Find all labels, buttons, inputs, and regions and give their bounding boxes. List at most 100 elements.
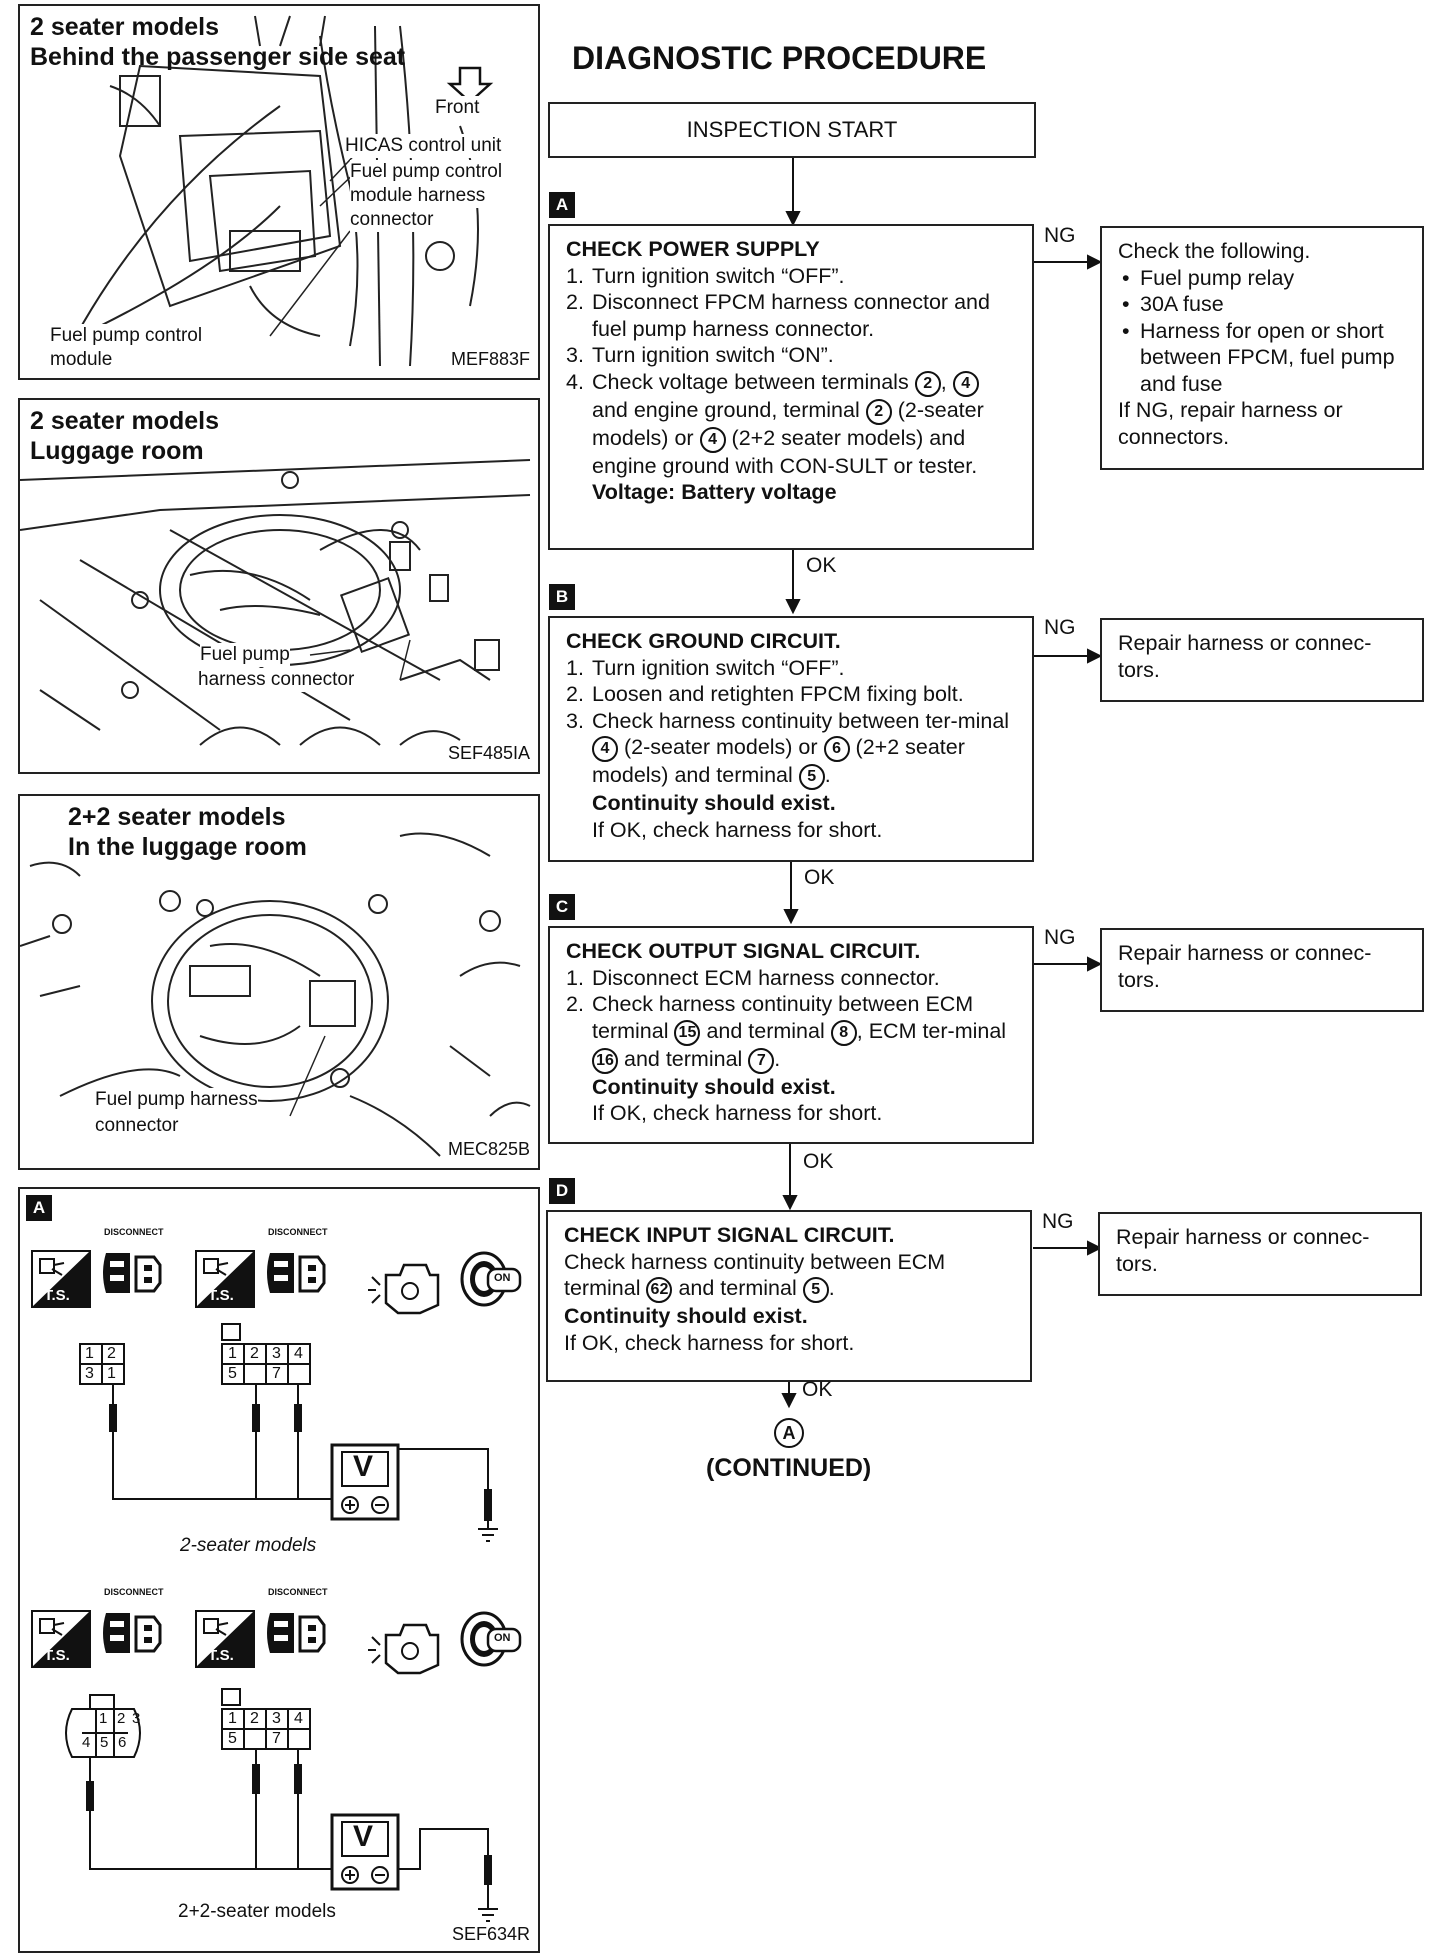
- ng-outro: If NG, repair harness or connectors.: [1118, 398, 1343, 449]
- step-a-box: CHECK POWER SUPPLY 1.Turn ignition switc…: [548, 224, 1034, 550]
- fuel-pump-connector-label-1: Fuel pump: [200, 643, 290, 667]
- luggage-room-2seater-drawing: [20, 459, 531, 746]
- caption-2-seater: 2-seater models: [180, 1535, 317, 1556]
- figure-code: SEF634R: [451, 1924, 530, 1944]
- connector-a-marker: A: [774, 1418, 804, 1448]
- pin-number: 1: [228, 1345, 237, 1362]
- step-b-box: CHECK GROUND CIRCUIT. 1.Turn ignition sw…: [548, 616, 1034, 862]
- pin-number: 1: [107, 1365, 116, 1382]
- continued-label: (CONTINUED): [706, 1454, 872, 1482]
- illustration-luggage-room-2seater: 2 seater models Luggage room Fuel pump h…: [18, 398, 540, 774]
- fpcm-module-label-1: Fuel pump control: [50, 324, 203, 348]
- fuel-pump-connector-label-2: harness connector: [198, 668, 355, 692]
- terminal-badge: 6: [823, 736, 850, 762]
- inspection-start-box: INSPECTION START: [548, 102, 1036, 158]
- panel2-title-1: 2 seater models: [30, 407, 219, 435]
- ng-bullet: Harness for open or short between FPCM, …: [1118, 318, 1406, 398]
- step-d-ok-label: OK: [802, 1378, 833, 1401]
- fpcm-connector-label-3: connector: [350, 208, 434, 232]
- step-letter-c: C: [549, 894, 575, 920]
- step-b-spec: Continuity should exist.: [592, 791, 836, 815]
- pin-number: 1: [228, 1710, 237, 1727]
- terminal-badge: 8: [830, 1019, 857, 1046]
- terminal-badge: 4: [592, 736, 618, 762]
- terminal-badge: 16: [592, 1047, 618, 1074]
- disconnect-label: DISCONNECT: [268, 1587, 328, 1597]
- caption-2plus2-seater: 2+2-seater models: [178, 1901, 336, 1922]
- panel2-title-2: Luggage room: [30, 437, 204, 465]
- pin-number: 7: [272, 1365, 281, 1382]
- illustration-luggage-room-2plus2: 2+2 seater models In the luggage room Fu…: [18, 794, 540, 1170]
- ignition-on-label: ON: [494, 1632, 511, 1644]
- terminal-badge: 7: [748, 1047, 775, 1074]
- step-letter-b: B: [549, 584, 575, 610]
- hicas-label: HICAS control unit: [345, 134, 502, 158]
- diagram-letter: A: [26, 1195, 52, 1221]
- figure-code: SEF485IA: [447, 743, 530, 763]
- step-d-box: CHECK INPUT SIGNAL CIRCUIT. Check harnes…: [546, 1210, 1032, 1382]
- fuel-pump-connector-label-2: connector: [95, 1114, 179, 1138]
- pin-number: 5: [100, 1734, 109, 1751]
- step-d-note: If OK, check harness for short.: [564, 1330, 855, 1355]
- ng-bullet: Fuel pump relay: [1118, 265, 1406, 292]
- voltmeter-symbol: V: [353, 1450, 374, 1483]
- pin-number: 1: [85, 1345, 94, 1362]
- voltmeter-symbol: V: [353, 1820, 374, 1853]
- pin-number: 3: [85, 1365, 94, 1382]
- step-d-line: Check harness continuity between ECM ter…: [564, 1249, 1014, 1303]
- illustration-fpcm-location: 2 seater models Behind the passenger sid…: [18, 4, 540, 380]
- fuel-pump-connector-label-1: Fuel pump harness: [95, 1088, 258, 1112]
- page-title: DIAGNOSTIC PROCEDURE: [572, 40, 987, 76]
- meter-wiring-drawing: [31, 1250, 522, 1922]
- step-a-ok-label: OK: [806, 554, 837, 577]
- terminal-badge: 62: [646, 1277, 673, 1303]
- ng-intro: Check the following.: [1118, 239, 1311, 263]
- pin-number: 3: [272, 1345, 281, 1362]
- figure-code: MEC825B: [447, 1139, 530, 1159]
- terminal-badge: 4: [952, 370, 979, 397]
- terminal-badge: 5: [798, 764, 825, 790]
- panel1-title-1: 2 seater models: [30, 13, 219, 41]
- step-d-title: CHECK INPUT SIGNAL CIRCUIT.: [564, 1223, 895, 1247]
- pin-number: 3: [272, 1710, 281, 1727]
- step-a-title: CHECK POWER SUPPLY: [566, 237, 820, 261]
- pin-number: 6: [118, 1734, 127, 1751]
- step-d-ng-box: Repair harness or connec-tors.: [1098, 1212, 1422, 1296]
- step-c-item-2: 2.Check harness continuity between ECM t…: [566, 991, 1016, 1074]
- terminal-badge: 2: [865, 398, 892, 425]
- terminal-badge: 2: [914, 370, 941, 397]
- step-c-note: If OK, check harness for short.: [592, 1101, 883, 1125]
- step-c-item-1: 1.Disconnect ECM harness connector.: [566, 965, 940, 990]
- step-letter-a: A: [549, 192, 575, 218]
- pin-number: 4: [294, 1345, 303, 1362]
- step-c-title: CHECK OUTPUT SIGNAL CIRCUIT.: [566, 939, 921, 963]
- step-c-ng-box: Repair harness or connec-tors.: [1100, 928, 1424, 1012]
- step-b-ok-label: OK: [804, 866, 835, 889]
- ng-bullet: 30A fuse: [1118, 291, 1406, 318]
- step-a-item-3: 3.Turn ignition switch “ON”.: [566, 343, 834, 367]
- step-a-item-2: 2.Disconnect FPCM harness connector and …: [566, 290, 990, 341]
- pin-number: 7: [272, 1730, 281, 1747]
- step-a-ng-label: NG: [1044, 224, 1076, 247]
- ts-label: T.S.: [44, 1647, 70, 1664]
- step-b-item-2: 2.Loosen and retighten FPCM fixing bolt.: [566, 682, 964, 706]
- step-b-title: CHECK GROUND CIRCUIT.: [566, 629, 841, 653]
- disconnect-label: DISCONNECT: [268, 1227, 328, 1237]
- fpcm-connector-label-1: Fuel pump control: [350, 160, 503, 184]
- ts-label: T.S.: [208, 1647, 234, 1664]
- pin-number: 4: [294, 1710, 303, 1727]
- step-b-ng-box: Repair harness or connec-tors.: [1100, 618, 1424, 702]
- luggage-room-2plus2-drawing: [20, 832, 531, 1157]
- pin-number: 1: [99, 1710, 108, 1727]
- step-b-item-3: 3.Check harness continuity between ter-m…: [566, 708, 1016, 790]
- pin-number: 3: [132, 1710, 141, 1727]
- disconnect-label: DISCONNECT: [104, 1587, 164, 1597]
- figure-code: MEF883F: [450, 349, 530, 369]
- step-c-spec: Continuity should exist.: [592, 1074, 836, 1099]
- step-a-item-1: 1.Turn ignition switch “OFF”.: [566, 263, 845, 288]
- step-b-item-1: 1.Turn ignition switch “OFF”.: [566, 655, 845, 680]
- voltage-check-diagram: A: [18, 1187, 540, 1953]
- pin-number: 2: [250, 1345, 259, 1362]
- step-a-item-4: 4.Check voltage between terminals 2, 4 a…: [566, 369, 984, 478]
- ts-label: T.S.: [208, 1287, 234, 1304]
